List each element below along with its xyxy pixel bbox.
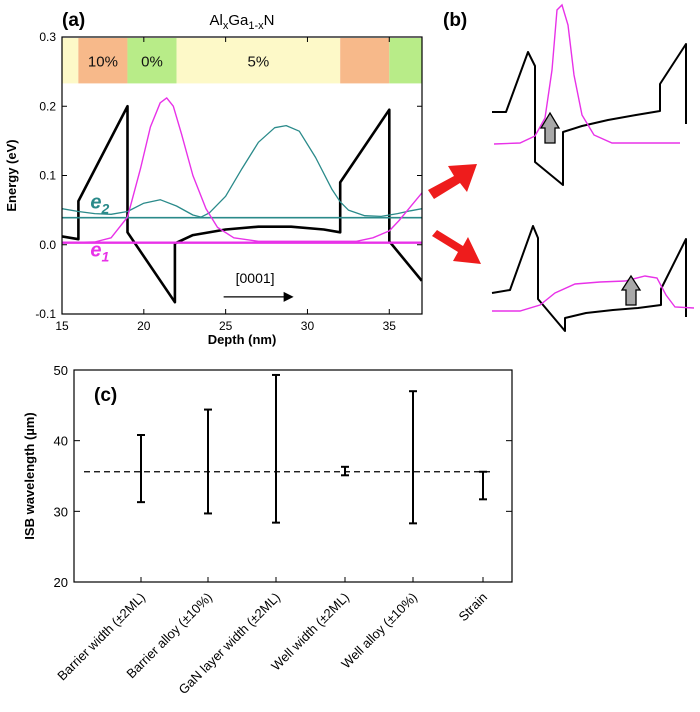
panel-label-b: (b) xyxy=(443,10,467,31)
band-diagram-top xyxy=(492,43,687,186)
x-tick-label: 15 xyxy=(55,319,69,333)
y-axis-title: Energy (eV) xyxy=(4,139,19,211)
panel-label-c: (c) xyxy=(94,385,117,406)
y-tick-label: 20 xyxy=(54,575,68,590)
y-tick-label: 0.2 xyxy=(39,99,56,113)
alloy-region xyxy=(127,38,177,84)
band-diagram-bottom xyxy=(491,225,687,332)
e1-wavefunction-line xyxy=(62,97,422,244)
alloy-region xyxy=(62,38,79,84)
e2-wavefunction-line xyxy=(62,124,422,218)
alloy-region xyxy=(340,38,390,84)
y-tick-label: 0.0 xyxy=(39,238,56,252)
panel-c-frame xyxy=(73,369,513,583)
panel-b: (b) xyxy=(428,3,695,332)
y-tick-label: 50 xyxy=(54,363,68,378)
level-label-e1: e1 xyxy=(90,240,109,265)
alloy-region-label: 5% xyxy=(248,54,270,71)
y-tick-label: 0.3 xyxy=(39,30,56,44)
panel-label-a: (a) xyxy=(62,10,85,31)
y-tick-label: 0.1 xyxy=(39,169,56,183)
wavefunction-top xyxy=(493,3,680,145)
band-edge-line xyxy=(62,104,422,304)
direction-label: [0001] xyxy=(236,270,275,286)
transition-arrow-top xyxy=(539,111,561,144)
alloy-region-label: 10% xyxy=(88,54,118,71)
category-label: Strain xyxy=(455,590,490,625)
direction-arrow-head xyxy=(283,291,294,302)
alloy-region xyxy=(176,38,341,84)
y-tick-label: 40 xyxy=(54,434,68,449)
composition-title: AlxGa1-xN xyxy=(210,12,275,32)
alloy-region-label: 0% xyxy=(141,54,163,71)
panel-a-lines xyxy=(62,97,422,304)
y-axis-title: ISB wavelength (µm) xyxy=(22,412,37,539)
transition-arrow-bottom xyxy=(620,274,642,306)
level-label-e2: e2 xyxy=(90,192,109,217)
x-tick-label: 30 xyxy=(301,319,315,333)
red-arrow-up xyxy=(428,164,477,199)
wavefunction-bottom xyxy=(492,275,695,312)
x-tick-label: 25 xyxy=(219,319,233,333)
x-tick-label: 20 xyxy=(137,319,151,333)
x-axis-title: Depth (nm) xyxy=(208,332,277,347)
alloy-region xyxy=(78,38,128,84)
x-tick-label: 35 xyxy=(383,319,397,333)
category-label: Well alloy (±10%) xyxy=(338,590,420,672)
red-arrow-down xyxy=(432,230,481,264)
y-tick-label: 30 xyxy=(54,504,68,519)
alloy-region xyxy=(389,38,422,84)
y-tick-label: -0.1 xyxy=(35,307,56,321)
